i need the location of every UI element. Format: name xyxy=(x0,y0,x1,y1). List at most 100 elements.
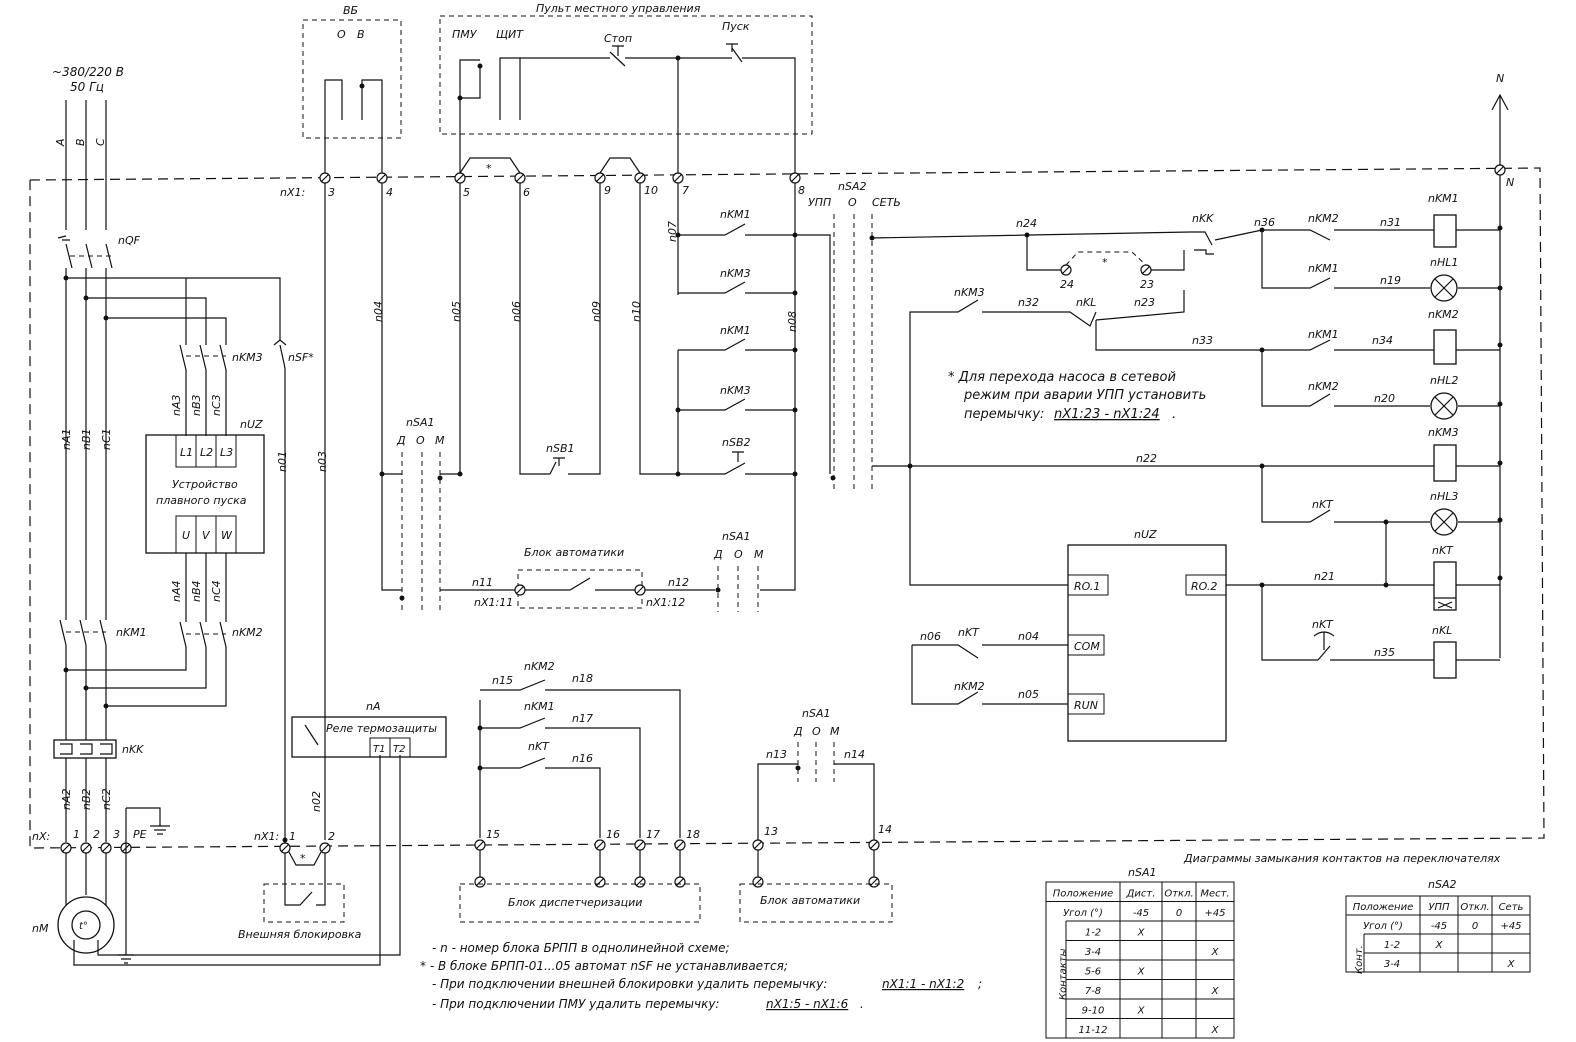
coil-nkl xyxy=(1433,641,1457,679)
term-8: 8 xyxy=(798,184,805,197)
coil-nkl-label: nKL xyxy=(1432,624,1452,637)
bottom-jumper-star: * xyxy=(300,852,306,865)
lamp-nhl3-label: nHL3 xyxy=(1430,490,1458,503)
nsa1-table-cell-r2-c1: X xyxy=(1137,928,1146,939)
wire-na2: nA2 xyxy=(60,789,73,811)
wire-nb2: nB2 xyxy=(80,788,93,810)
nsa1-table-cell-r1-c1: -45 xyxy=(1133,908,1149,919)
table-nsa2-title: nSA2 xyxy=(1428,878,1456,891)
note-3-suffix: ; xyxy=(978,977,982,991)
dispatch-label: Блок диспетчеризации xyxy=(508,896,642,909)
nsa1-table-cell-r4-c0: 5-6 xyxy=(1085,967,1101,978)
wire-n01: n01 xyxy=(276,451,289,472)
nsa2-set: СЕТЬ xyxy=(872,196,901,209)
note-1: - n - номер блока БРПП в однолинейной сх… xyxy=(432,941,730,955)
nsa1-table-cell-r0-c2: Откл. xyxy=(1164,889,1193,900)
wire-n33: n33 xyxy=(1192,334,1213,347)
note-4-prefix: - При подключении ПМУ удалить перемычку: xyxy=(432,997,719,1011)
term-6: 6 xyxy=(523,186,530,199)
nsa1-table-cell-r6-c1: X xyxy=(1137,1006,1146,1017)
term-4: 4 xyxy=(386,186,393,199)
wire-n05: n05 xyxy=(450,301,463,322)
rc-nkk-label: nKK xyxy=(1192,212,1214,225)
term-5: 5 xyxy=(463,186,470,199)
vb-o-label: О xyxy=(337,28,346,41)
rc-nkt-2-label: nKT xyxy=(958,626,980,639)
na-label: nA xyxy=(366,700,381,713)
term-17: 17 xyxy=(646,828,660,841)
ctrl-nkm3-2-label: nKM3 xyxy=(720,384,751,397)
nsa1-upper: nSA1 Д О М Блок автоматики n11 n12 nX1:1… xyxy=(396,416,764,612)
rc-nkm1-label: nKM1 xyxy=(1308,262,1339,275)
right-circuit: N N n24 nKK n36 nKM2 n31 nKM1 24 23 * nK… xyxy=(871,72,1514,742)
wire-n13: n13 xyxy=(766,748,787,761)
nsa1-table-cell-r0-c0: Положение xyxy=(1053,889,1114,900)
wire-n24: n24 xyxy=(1016,217,1037,230)
nsa2-table-cell-r3-c3: X xyxy=(1507,959,1516,970)
coil-nkm3-label: nKM3 xyxy=(1428,426,1459,439)
local-control-panel: Пульт местного управления ПМУ ЩИТ Стоп П… xyxy=(439,2,813,175)
nsa1-d: Д xyxy=(396,434,406,447)
note-star-1: * Для перехода насоса в сетевой xyxy=(948,370,1176,385)
nsb1-label: nSB1 xyxy=(546,442,575,455)
wire-n19: n19 xyxy=(1380,274,1401,287)
ro2-label: RO.2 xyxy=(1191,580,1217,593)
nx-prefix: nX: xyxy=(32,830,50,843)
nsa2-table-cell-r1-c2: 0 xyxy=(1472,921,1478,932)
wire-n18: n18 xyxy=(572,672,593,685)
ext-block-label: Внешняя блокировка xyxy=(238,928,362,941)
wire-n36: n36 xyxy=(1254,216,1275,229)
nsa1-table-cell-r4-c1: X xyxy=(1137,967,1146,978)
nsa1-table-cell-r7-c0: 11-12 xyxy=(1078,1025,1107,1036)
auto2-nsa1-label: nSA1 xyxy=(802,707,830,720)
nx-2: 2 xyxy=(93,828,100,841)
wire-n06: n06 xyxy=(510,301,523,322)
coil-nkm1-label: nKM1 xyxy=(1428,192,1459,205)
nsa1-m: М xyxy=(435,434,445,447)
thermal-relay: nA Реле термозащиты T1 T2 n02 xyxy=(291,700,447,812)
nsa2-table-cell-r0-c3: Сеть xyxy=(1499,902,1524,913)
term-13: 13 xyxy=(764,825,778,838)
wire-n03: n03 xyxy=(316,451,329,472)
jumper-star: * xyxy=(486,162,492,175)
rc-jumper-star: * xyxy=(1102,256,1108,269)
wire-n09: n09 xyxy=(590,301,603,322)
pmu-label: ПМУ xyxy=(452,28,478,41)
nsa2-upp: УПП xyxy=(808,196,831,209)
note-star-3-link: nX1:23 - nX1:24 xyxy=(1054,407,1160,422)
wire-n06-rc: n06 xyxy=(920,630,941,643)
wire-n21: n21 xyxy=(1314,570,1335,583)
rc-nuz-label: nUZ xyxy=(1134,528,1157,541)
diagrams-title: Диаграммы замыкания контактов на переклю… xyxy=(1183,852,1501,865)
auto2-o: О xyxy=(812,725,821,738)
note-4-link: nX1:5 - nX1:6 xyxy=(766,997,849,1011)
t1-label: T1 xyxy=(373,744,385,755)
vb-box: ВБ О В xyxy=(302,4,402,175)
rc-nkl-label: nKL xyxy=(1076,296,1096,309)
auto2-d: Д xyxy=(793,725,803,738)
wire-na3: nA3 xyxy=(170,395,183,417)
nsa1-auto-m: М xyxy=(754,548,764,561)
term-x11: nX1:11 xyxy=(474,596,513,609)
wire-n14: n14 xyxy=(844,748,865,761)
rc-nkm1-2-label: nKM1 xyxy=(1308,328,1339,341)
nsa1-table-cell-r0-c1: Дист. xyxy=(1126,889,1156,900)
v-label: V xyxy=(202,529,211,542)
auto-block-label: Блок автоматики xyxy=(524,546,624,559)
rc-nkm3-label: nKM3 xyxy=(954,286,985,299)
wire-n15: n15 xyxy=(492,674,513,687)
motor-circuit: nKM1 nKM2 nKK nA2 nB2 nC2 nX: 1 2 3 PE t… xyxy=(32,619,401,966)
nkk-power-label: nKK xyxy=(122,743,144,756)
nsa2-table-cell-r0-c0: Положение xyxy=(1353,902,1414,913)
nqf-label: nQF xyxy=(118,234,141,247)
lamp-nhl1 xyxy=(1430,274,1458,302)
term-9: 9 xyxy=(604,184,611,197)
note-star-3-prefix: перемычку: xyxy=(964,407,1044,422)
wire-n02: n02 xyxy=(310,791,323,812)
wire-nc4: nC4 xyxy=(210,580,223,602)
wire-nb3: nB3 xyxy=(190,394,203,416)
wire-n07: n07 xyxy=(666,221,679,242)
coil-nkt xyxy=(1433,561,1457,611)
phase-b-label: B xyxy=(74,138,87,146)
